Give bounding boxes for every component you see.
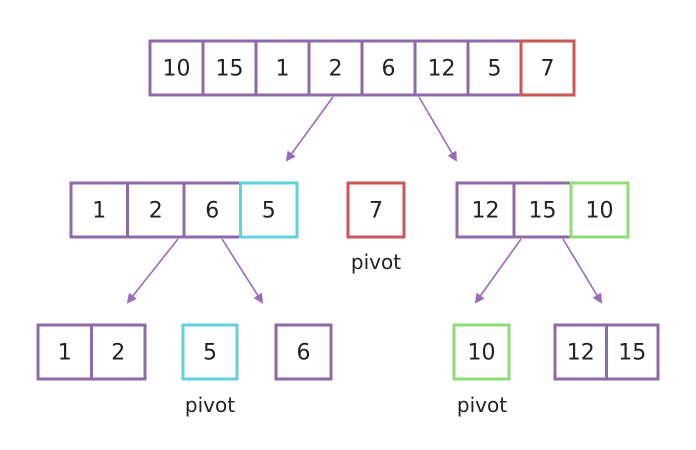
labels-layer: pivot pivot pivot bbox=[185, 250, 507, 417]
cell-box bbox=[512, 181, 573, 239]
pivot-cell-highlight bbox=[452, 323, 511, 381]
array-cell: 12 bbox=[455, 181, 516, 239]
array-cell: 15 bbox=[201, 39, 258, 97]
array-cell: 1 bbox=[254, 39, 311, 97]
pivot-label: pivot bbox=[185, 393, 235, 417]
array-pivot-10: 10 bbox=[452, 323, 511, 381]
cell-value: 2 bbox=[111, 341, 125, 366]
cell-value: 10 bbox=[468, 341, 496, 366]
cell-value: 5 bbox=[262, 199, 276, 224]
arrow-right-right bbox=[562, 238, 603, 304]
array-right-right: 12 15 bbox=[553, 323, 660, 381]
cell-value: 15 bbox=[529, 199, 557, 224]
cell-box bbox=[605, 323, 660, 381]
array-cell: 6 bbox=[274, 323, 333, 381]
array-left-right: 6 bbox=[274, 323, 333, 381]
array-cell: 2 bbox=[90, 323, 147, 381]
array-pivot-7: 7 bbox=[346, 181, 406, 239]
cell-box bbox=[126, 181, 186, 239]
pivot-label: pivot bbox=[457, 393, 507, 417]
cell-value: 15 bbox=[618, 341, 646, 366]
pivot-label: pivot bbox=[351, 250, 401, 274]
arrow-root-right bbox=[418, 96, 458, 162]
array-cell: 7 bbox=[519, 39, 576, 97]
array-cell: 5 bbox=[181, 323, 239, 381]
cell-box bbox=[69, 181, 129, 239]
array-cell: 2 bbox=[126, 181, 186, 239]
cell-value: 7 bbox=[541, 57, 555, 82]
cell-value: 5 bbox=[203, 341, 217, 366]
cell-box bbox=[360, 39, 417, 97]
array-pivot-5: 5 bbox=[181, 323, 239, 381]
cell-box bbox=[148, 39, 205, 97]
arrow-right-left bbox=[474, 238, 522, 304]
cell-value: 12 bbox=[472, 199, 500, 224]
cell-value: 1 bbox=[58, 341, 72, 366]
cell-value: 1 bbox=[92, 199, 106, 224]
cell-value: 10 bbox=[586, 199, 614, 224]
arrow-left-right bbox=[221, 238, 264, 304]
pivot-cell-highlight bbox=[346, 181, 406, 239]
array-cell: 6 bbox=[360, 39, 417, 97]
array-left: 1 2 6 5 bbox=[69, 181, 299, 239]
cell-value: 5 bbox=[488, 57, 502, 82]
array-right: 12 15 10 bbox=[455, 181, 630, 239]
cell-box bbox=[182, 181, 242, 239]
array-cell: 2 bbox=[307, 39, 364, 97]
array-cell: 1 bbox=[36, 323, 93, 381]
cell-box bbox=[307, 39, 364, 97]
pivot-cell-highlight bbox=[519, 39, 576, 97]
cell-box bbox=[413, 39, 470, 97]
array-cell: 5 bbox=[466, 39, 523, 97]
cell-box bbox=[90, 323, 147, 381]
cell-box bbox=[455, 181, 516, 239]
cell-value: 6 bbox=[297, 341, 311, 366]
cell-value: 2 bbox=[329, 57, 343, 82]
array-cell: 7 bbox=[346, 181, 406, 239]
cell-value: 12 bbox=[428, 57, 456, 82]
array-cell: 10 bbox=[452, 323, 511, 381]
array-cell: 15 bbox=[512, 181, 573, 239]
cell-value: 6 bbox=[382, 57, 396, 82]
cell-value: 7 bbox=[369, 199, 383, 224]
pivot-cell-highlight bbox=[239, 181, 299, 239]
array-cell: 12 bbox=[413, 39, 470, 97]
arrow-root-left bbox=[285, 96, 334, 162]
cell-value: 2 bbox=[149, 199, 163, 224]
arrows-layer bbox=[126, 96, 603, 304]
cell-value: 12 bbox=[567, 341, 595, 366]
array-cell: 1 bbox=[69, 181, 129, 239]
array-cell: 5 bbox=[239, 181, 299, 239]
array-cell: 10 bbox=[148, 39, 205, 97]
array-cell: 6 bbox=[182, 181, 242, 239]
cell-value: 1 bbox=[276, 57, 290, 82]
cell-value: 6 bbox=[205, 199, 219, 224]
array-cell: 10 bbox=[569, 181, 630, 239]
pivot-cell-highlight bbox=[569, 181, 630, 239]
array-cell: 15 bbox=[605, 323, 660, 381]
cell-box bbox=[519, 39, 576, 97]
array-cell: 12 bbox=[553, 323, 608, 381]
cell-box bbox=[274, 323, 333, 381]
arrow-left-left bbox=[126, 238, 179, 304]
cell-value: 10 bbox=[163, 57, 191, 82]
pivot-cell-highlight bbox=[181, 323, 239, 381]
cell-value: 15 bbox=[216, 57, 244, 82]
